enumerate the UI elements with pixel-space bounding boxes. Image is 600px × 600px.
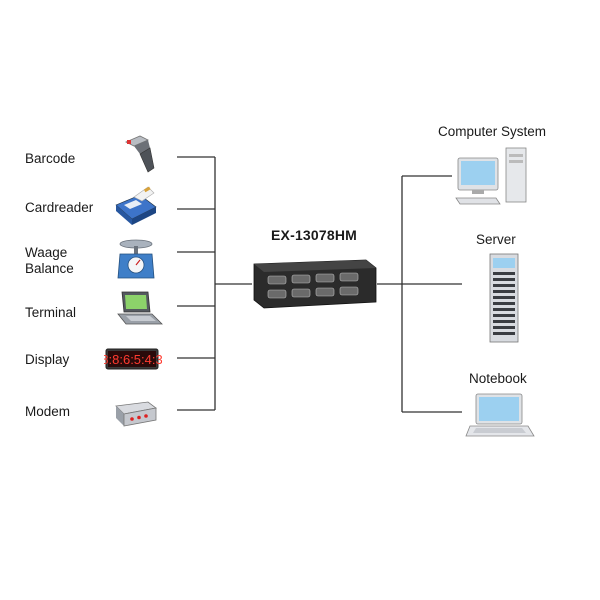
- serial-hub-icon: [253, 259, 377, 309]
- port-icon: [267, 275, 287, 285]
- device-label-modem: Modem: [25, 404, 71, 419]
- notebook-icon: [465, 393, 535, 437]
- desktop-computer-icon: [455, 147, 527, 205]
- device-label-display: Display: [25, 352, 70, 367]
- led-display-icon: 8:8:6:5:4:3: [104, 348, 162, 370]
- server-rack-icon: [489, 253, 519, 343]
- device-label-cardreader: Cardreader: [25, 200, 94, 215]
- device-label-terminal: Terminal: [25, 305, 77, 320]
- port-icon: [291, 288, 311, 298]
- led-readout: 8:8:6:5:4:3: [104, 352, 162, 367]
- modem-icon: [115, 401, 157, 427]
- port-icon: [315, 287, 335, 297]
- device-label-notebook: Notebook: [469, 371, 527, 386]
- hub-model-label: EX-13078HM: [271, 227, 358, 243]
- device-label-server: Server: [476, 232, 516, 247]
- card-reader-icon: [115, 186, 157, 225]
- device-label-scale: Waage Balance: [25, 245, 74, 276]
- device-label-computer: Computer System: [438, 124, 547, 139]
- scale-icon: [117, 239, 155, 279]
- port-icon: [291, 274, 311, 284]
- barcode-scanner-icon: [125, 135, 155, 173]
- port-icon: [339, 286, 359, 296]
- port-icon: [339, 272, 359, 282]
- terminal-icon: [117, 291, 163, 325]
- port-icon: [267, 289, 287, 299]
- device-label-barcode: Barcode: [25, 151, 76, 166]
- port-icon: [315, 273, 335, 283]
